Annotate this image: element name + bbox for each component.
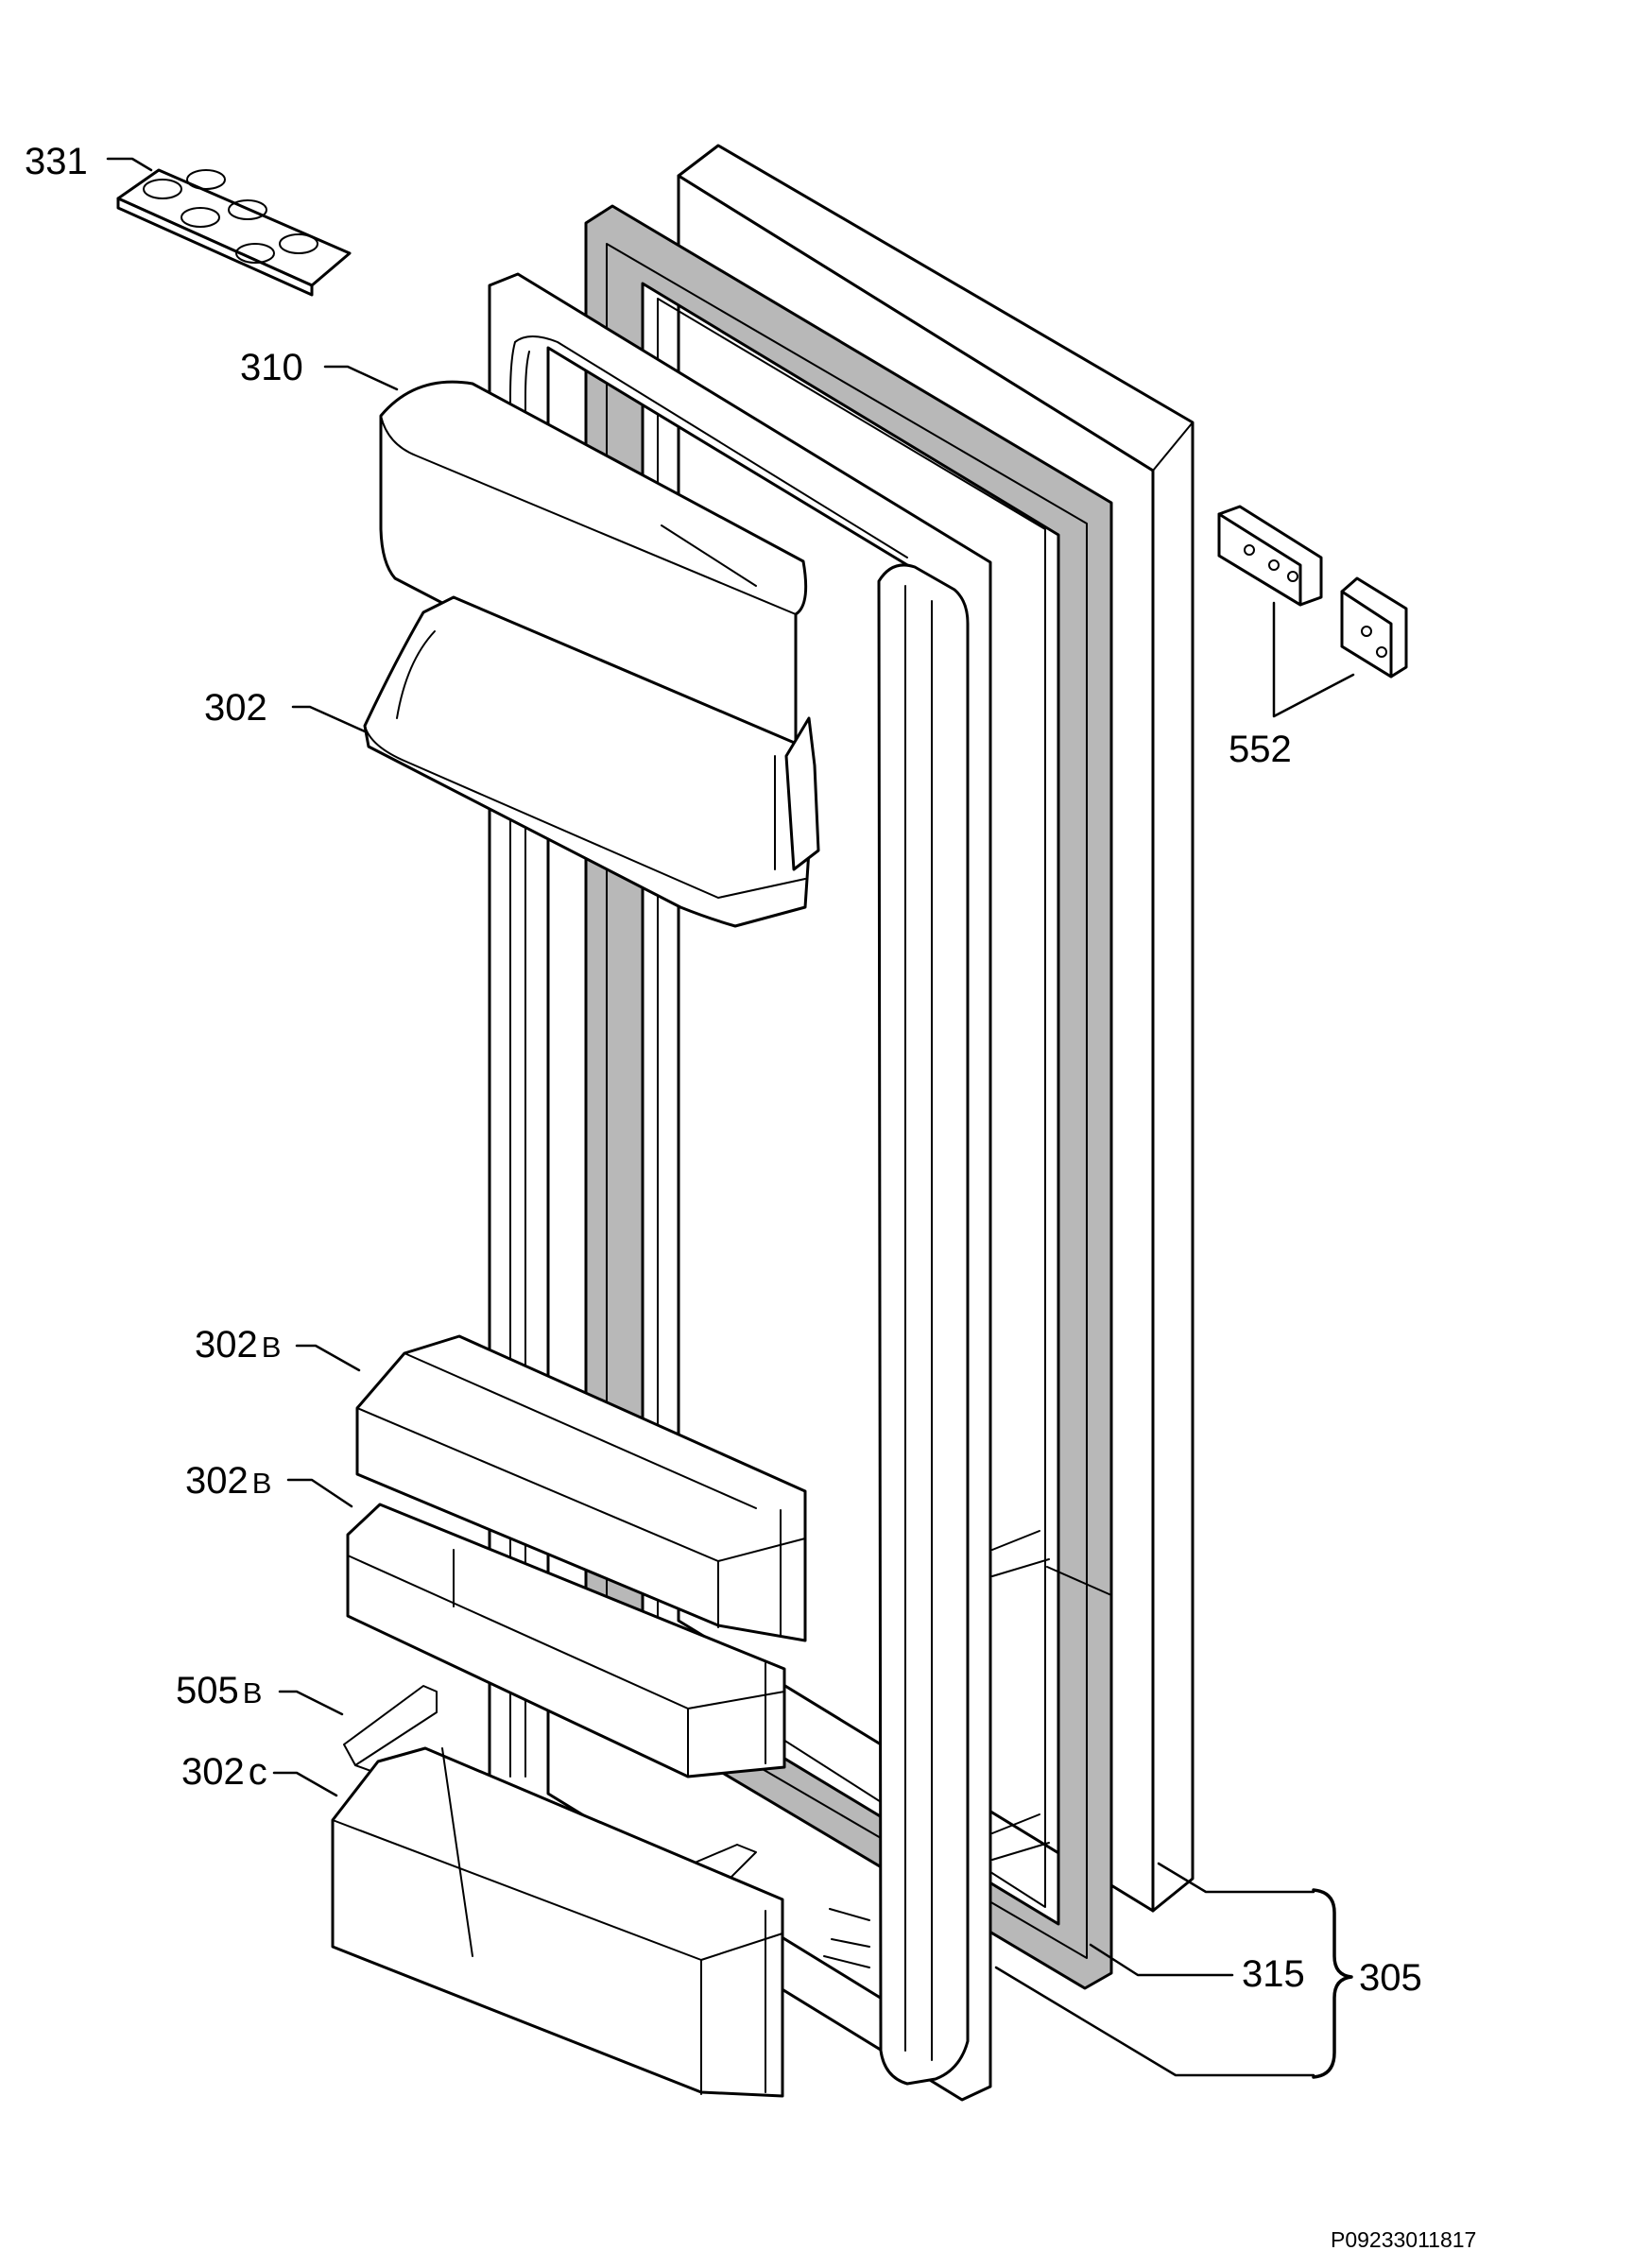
leader-305-bottom xyxy=(994,1966,1315,2077)
leader-505b xyxy=(278,1690,344,1716)
leader-310 xyxy=(323,365,399,391)
bottle-bin xyxy=(331,1746,784,2098)
leader-302 xyxy=(291,705,367,733)
callout-305: 305 xyxy=(1359,1957,1422,1999)
upper-door-shelf xyxy=(363,595,820,928)
callout-302: 302 xyxy=(204,687,267,729)
leader-302c xyxy=(272,1771,338,1797)
leader-302b-lower xyxy=(286,1478,353,1508)
hinge-bracket-flat xyxy=(1217,505,1323,607)
egg-tray xyxy=(116,168,352,297)
leader-315 xyxy=(1089,1943,1234,1977)
door-bin-upper xyxy=(355,1334,807,1642)
document-reference: P09233011817 xyxy=(1331,2227,1476,2252)
callout-331: 331 xyxy=(25,141,88,182)
callout-310: 310 xyxy=(240,347,303,388)
leader-331 xyxy=(106,157,153,172)
door-bin-lower xyxy=(346,1503,786,1778)
leader-305-top xyxy=(1157,1862,1315,1894)
leader-lines xyxy=(106,157,1355,2077)
group-bracket-305 xyxy=(1312,1888,1353,2079)
leader-302b-upper xyxy=(295,1344,361,1372)
leader-552 xyxy=(1272,601,1355,718)
callout-552: 552 xyxy=(1229,729,1292,770)
callout-315: 315 xyxy=(1242,1953,1305,1995)
shelf-cover xyxy=(379,380,808,777)
hinge-bracket-angled xyxy=(1340,576,1408,679)
